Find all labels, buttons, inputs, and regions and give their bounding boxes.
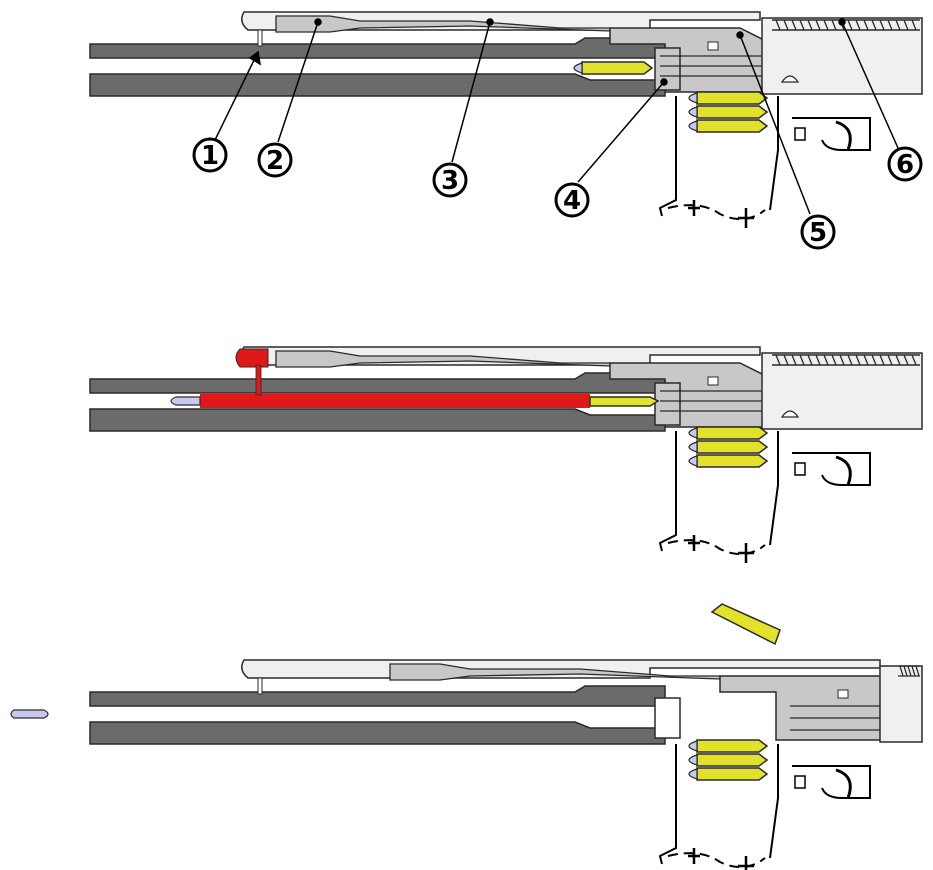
barrel-lower [89, 73, 666, 97]
callout-6: 6 [887, 146, 923, 182]
bullet-in-bore [170, 396, 201, 406]
gas-pressure-port [255, 364, 262, 396]
callout-4: 4 [554, 182, 590, 218]
callout-4-label: 4 [563, 186, 581, 216]
panel-3-ejection [89, 659, 923, 870]
chambered-cartridge [573, 61, 653, 75]
callout-6-label: 6 [896, 150, 914, 180]
callout-2-label: 2 [266, 146, 284, 176]
callout-3-label: 3 [441, 166, 459, 196]
callout-5: 5 [800, 214, 836, 250]
panel-2-firing [89, 346, 923, 565]
mag-cartridge [688, 91, 768, 105]
fired-case [589, 396, 660, 407]
callout-2: 2 [257, 142, 293, 178]
exiting-bullet [10, 709, 49, 719]
mag-cartridge [688, 105, 768, 119]
panel-1-ready: 1 2 3 4 5 6 [89, 11, 923, 250]
callout-1-label: 1 [201, 141, 219, 171]
callout-1: 1 [192, 137, 228, 173]
bolt-head [654, 47, 681, 91]
mag-cartridge [688, 119, 768, 133]
callout-3: 3 [432, 162, 468, 198]
callout-5-label: 5 [809, 218, 827, 248]
gas-pressure-bore [200, 394, 590, 408]
gas-port [257, 29, 263, 47]
ejected-case [710, 603, 781, 646]
barrel-upper [89, 37, 666, 59]
gas-pressure-tube [235, 348, 269, 368]
